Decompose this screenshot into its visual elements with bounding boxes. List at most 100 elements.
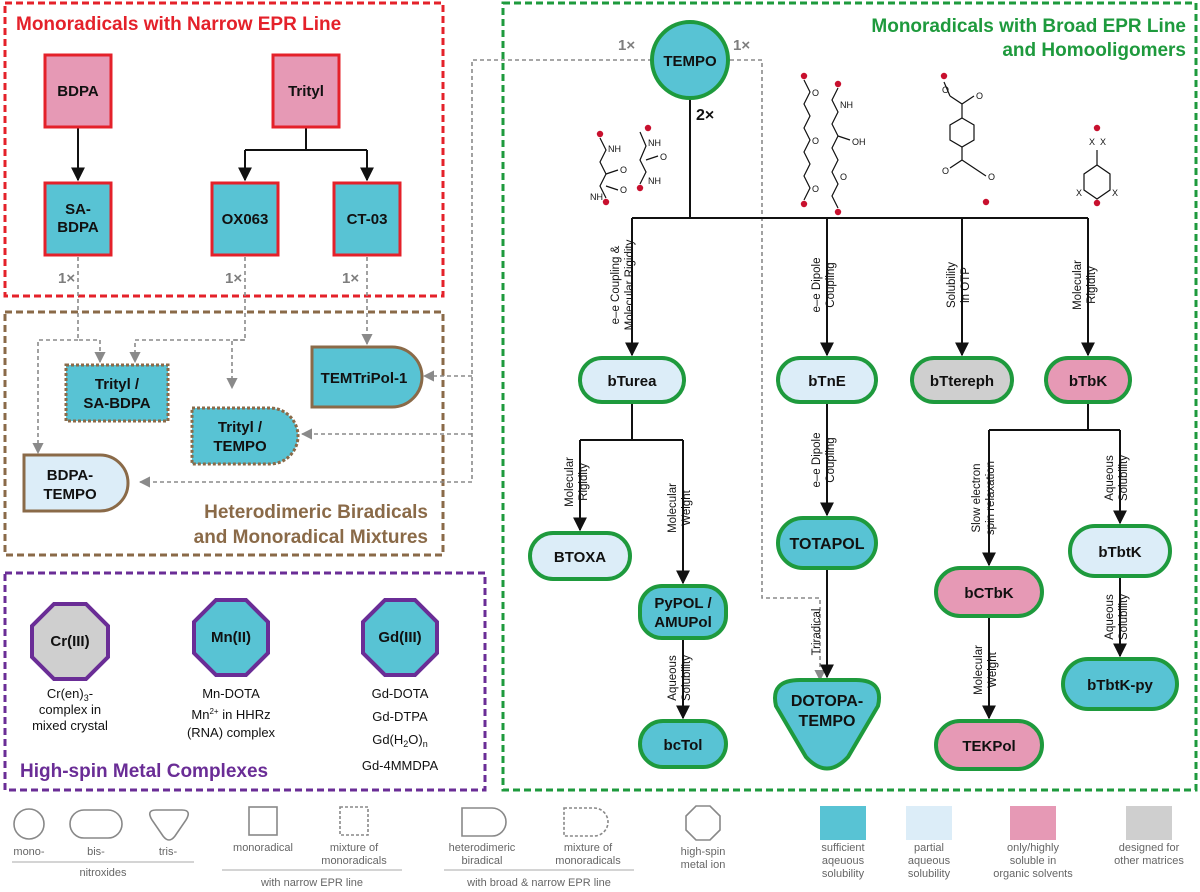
node-btbk-label: bTbK xyxy=(1069,373,1107,390)
label-solub-otp-1: Solubility xyxy=(946,262,958,308)
chem-tereph-o-1: O xyxy=(976,91,983,101)
node-btne xyxy=(776,356,878,404)
node-ox063-label: OX063 xyxy=(222,211,269,228)
node-trityl-label: Trityl xyxy=(288,83,324,100)
label-mol-rigidity-2: Rigidity xyxy=(1086,266,1098,304)
chem-tereph-o-4: O xyxy=(988,172,995,182)
legend-nitroxides: nitroxides xyxy=(79,867,127,879)
mult-ox063: 1× xyxy=(225,270,242,287)
legend-with-narrow: with narrow EPR line xyxy=(260,877,363,889)
legend-other-swatch xyxy=(1126,806,1172,840)
node-btoxa xyxy=(528,531,632,581)
label-totapol-2: Coupling xyxy=(825,437,837,482)
node-dotopa-label-2: TEMPO xyxy=(799,713,856,730)
cr-desc-1: Cr(en)3- xyxy=(47,686,93,703)
legend-bis: bis- xyxy=(87,846,105,858)
legend-mono: mono- xyxy=(13,846,45,858)
chem-peg-oh: OH xyxy=(852,137,866,147)
legend-hetero-shape xyxy=(461,807,507,837)
chem-peg-o-3: O xyxy=(812,184,819,194)
chem-nh-1: NH xyxy=(608,144,621,154)
mult-tempo-right: 1× xyxy=(733,37,750,54)
linker-peg-dots xyxy=(800,72,842,216)
narrow-section-title: Monoradicals with Narrow EPR Line xyxy=(16,14,341,35)
node-btereph xyxy=(910,356,1014,404)
legend-other-2: other matrices xyxy=(1114,855,1184,867)
legend-mixture-2: monoradicals xyxy=(321,855,387,867)
chem-peg-o-1: O xyxy=(812,88,819,98)
node-bdpa-tempo-label-1: BDPA- xyxy=(47,467,93,484)
node-sa-bdpa xyxy=(43,181,113,257)
node-bctol xyxy=(638,719,728,769)
node-btbtk-py xyxy=(1061,657,1179,711)
node-tekpol-label: TEKPol xyxy=(962,738,1015,755)
node-btbtk xyxy=(1068,524,1172,578)
node-bdpa xyxy=(43,53,113,129)
label-tekpol-1: Molecular xyxy=(973,645,985,695)
legend-organic-1: only/highly xyxy=(1007,842,1059,854)
mult-tempo-left: 1× xyxy=(618,37,635,54)
metal-section-title: High-spin Metal Complexes xyxy=(20,761,268,782)
node-dotopa xyxy=(773,678,881,771)
edge-tempo-dotopa xyxy=(730,59,826,682)
node-tekpol xyxy=(934,719,1044,771)
hetero-section-title-2: and Monoradical Mixtures xyxy=(194,527,428,548)
node-mn-label: Mn(II) xyxy=(211,629,251,646)
chem-peg-o-4: O xyxy=(840,172,847,182)
legend-monoradical-shape xyxy=(248,806,278,836)
chem-nh-2: NH xyxy=(590,192,603,202)
chem-o-2: O xyxy=(620,185,627,195)
legend-metal-2: metal ion xyxy=(681,859,726,871)
mult-tempo-two: 2× xyxy=(696,107,714,124)
legend-mono-shape xyxy=(13,808,45,840)
mn-desc-1: Mn-DOTA xyxy=(202,686,260,701)
legend-other-1: designed for xyxy=(1119,842,1180,854)
node-btne-label: bTnE xyxy=(808,373,846,390)
chem-peg-nh: NH xyxy=(840,100,853,110)
label-tekpol-2: Weight xyxy=(987,651,999,687)
legend-metal-1: high-spin xyxy=(681,846,726,858)
label-coupling-rigidity-1: e–e Coupling & xyxy=(610,245,622,324)
legend-mixture2-1: mixture of xyxy=(564,842,613,854)
node-trityl-tempo xyxy=(190,406,300,466)
broad-section-title-2: and Homooligomers xyxy=(1002,40,1186,61)
legend-metal-shape xyxy=(685,805,721,841)
linker-urea-dots xyxy=(596,124,652,206)
linker-peg-structure xyxy=(803,79,851,209)
node-ox063 xyxy=(210,181,280,257)
chem-nh-4: NH xyxy=(648,176,661,186)
edge-ox063-tt xyxy=(226,339,245,390)
chem-tereph-o-3: O xyxy=(942,166,949,176)
label-slow-2: spin relaxation xyxy=(985,461,997,535)
node-bdpa-tempo-label-2: TEMPO xyxy=(43,486,97,503)
node-gd-label: Gd(III) xyxy=(378,629,421,646)
legend-mixture2-shape xyxy=(563,807,609,837)
chem-x-3: X xyxy=(1076,188,1082,198)
edge-bturea-split xyxy=(580,404,683,441)
legend-mixture-shape xyxy=(339,806,369,836)
label-btbtk-2: Solubility xyxy=(1118,455,1130,501)
edge-ox063-mix xyxy=(129,257,246,364)
cr-desc-3: mixed crystal xyxy=(32,718,108,733)
node-sa-bdpa-label-1: SA- xyxy=(65,201,91,218)
node-totapol-label: TOTAPOL xyxy=(790,536,865,553)
label-triradical: Triradical xyxy=(811,609,823,656)
label-solub-otp-2: in OTP xyxy=(960,267,972,303)
chem-peg-o-2: O xyxy=(812,136,819,146)
node-bdpa-tempo xyxy=(22,453,130,513)
legend-partial-1: partial xyxy=(914,842,944,854)
label-pypol-1: Molecular xyxy=(667,483,679,533)
broad-epr-section xyxy=(501,1,1198,792)
node-gd xyxy=(361,598,439,677)
label-dipole-2: Coupling xyxy=(825,262,837,307)
label-slow-1: Slow electron xyxy=(971,463,983,532)
edge-sabdpa-mix xyxy=(77,257,106,364)
mn-desc-3: (RNA) complex xyxy=(187,725,276,740)
edge-btbk-split xyxy=(989,404,1120,431)
chem-x-1: X xyxy=(1089,137,1095,147)
edge-trityl-split xyxy=(245,127,367,151)
node-ct03 xyxy=(332,181,402,257)
legend-mixture2-2: monoradicals xyxy=(555,855,621,867)
node-trityl xyxy=(271,53,341,129)
